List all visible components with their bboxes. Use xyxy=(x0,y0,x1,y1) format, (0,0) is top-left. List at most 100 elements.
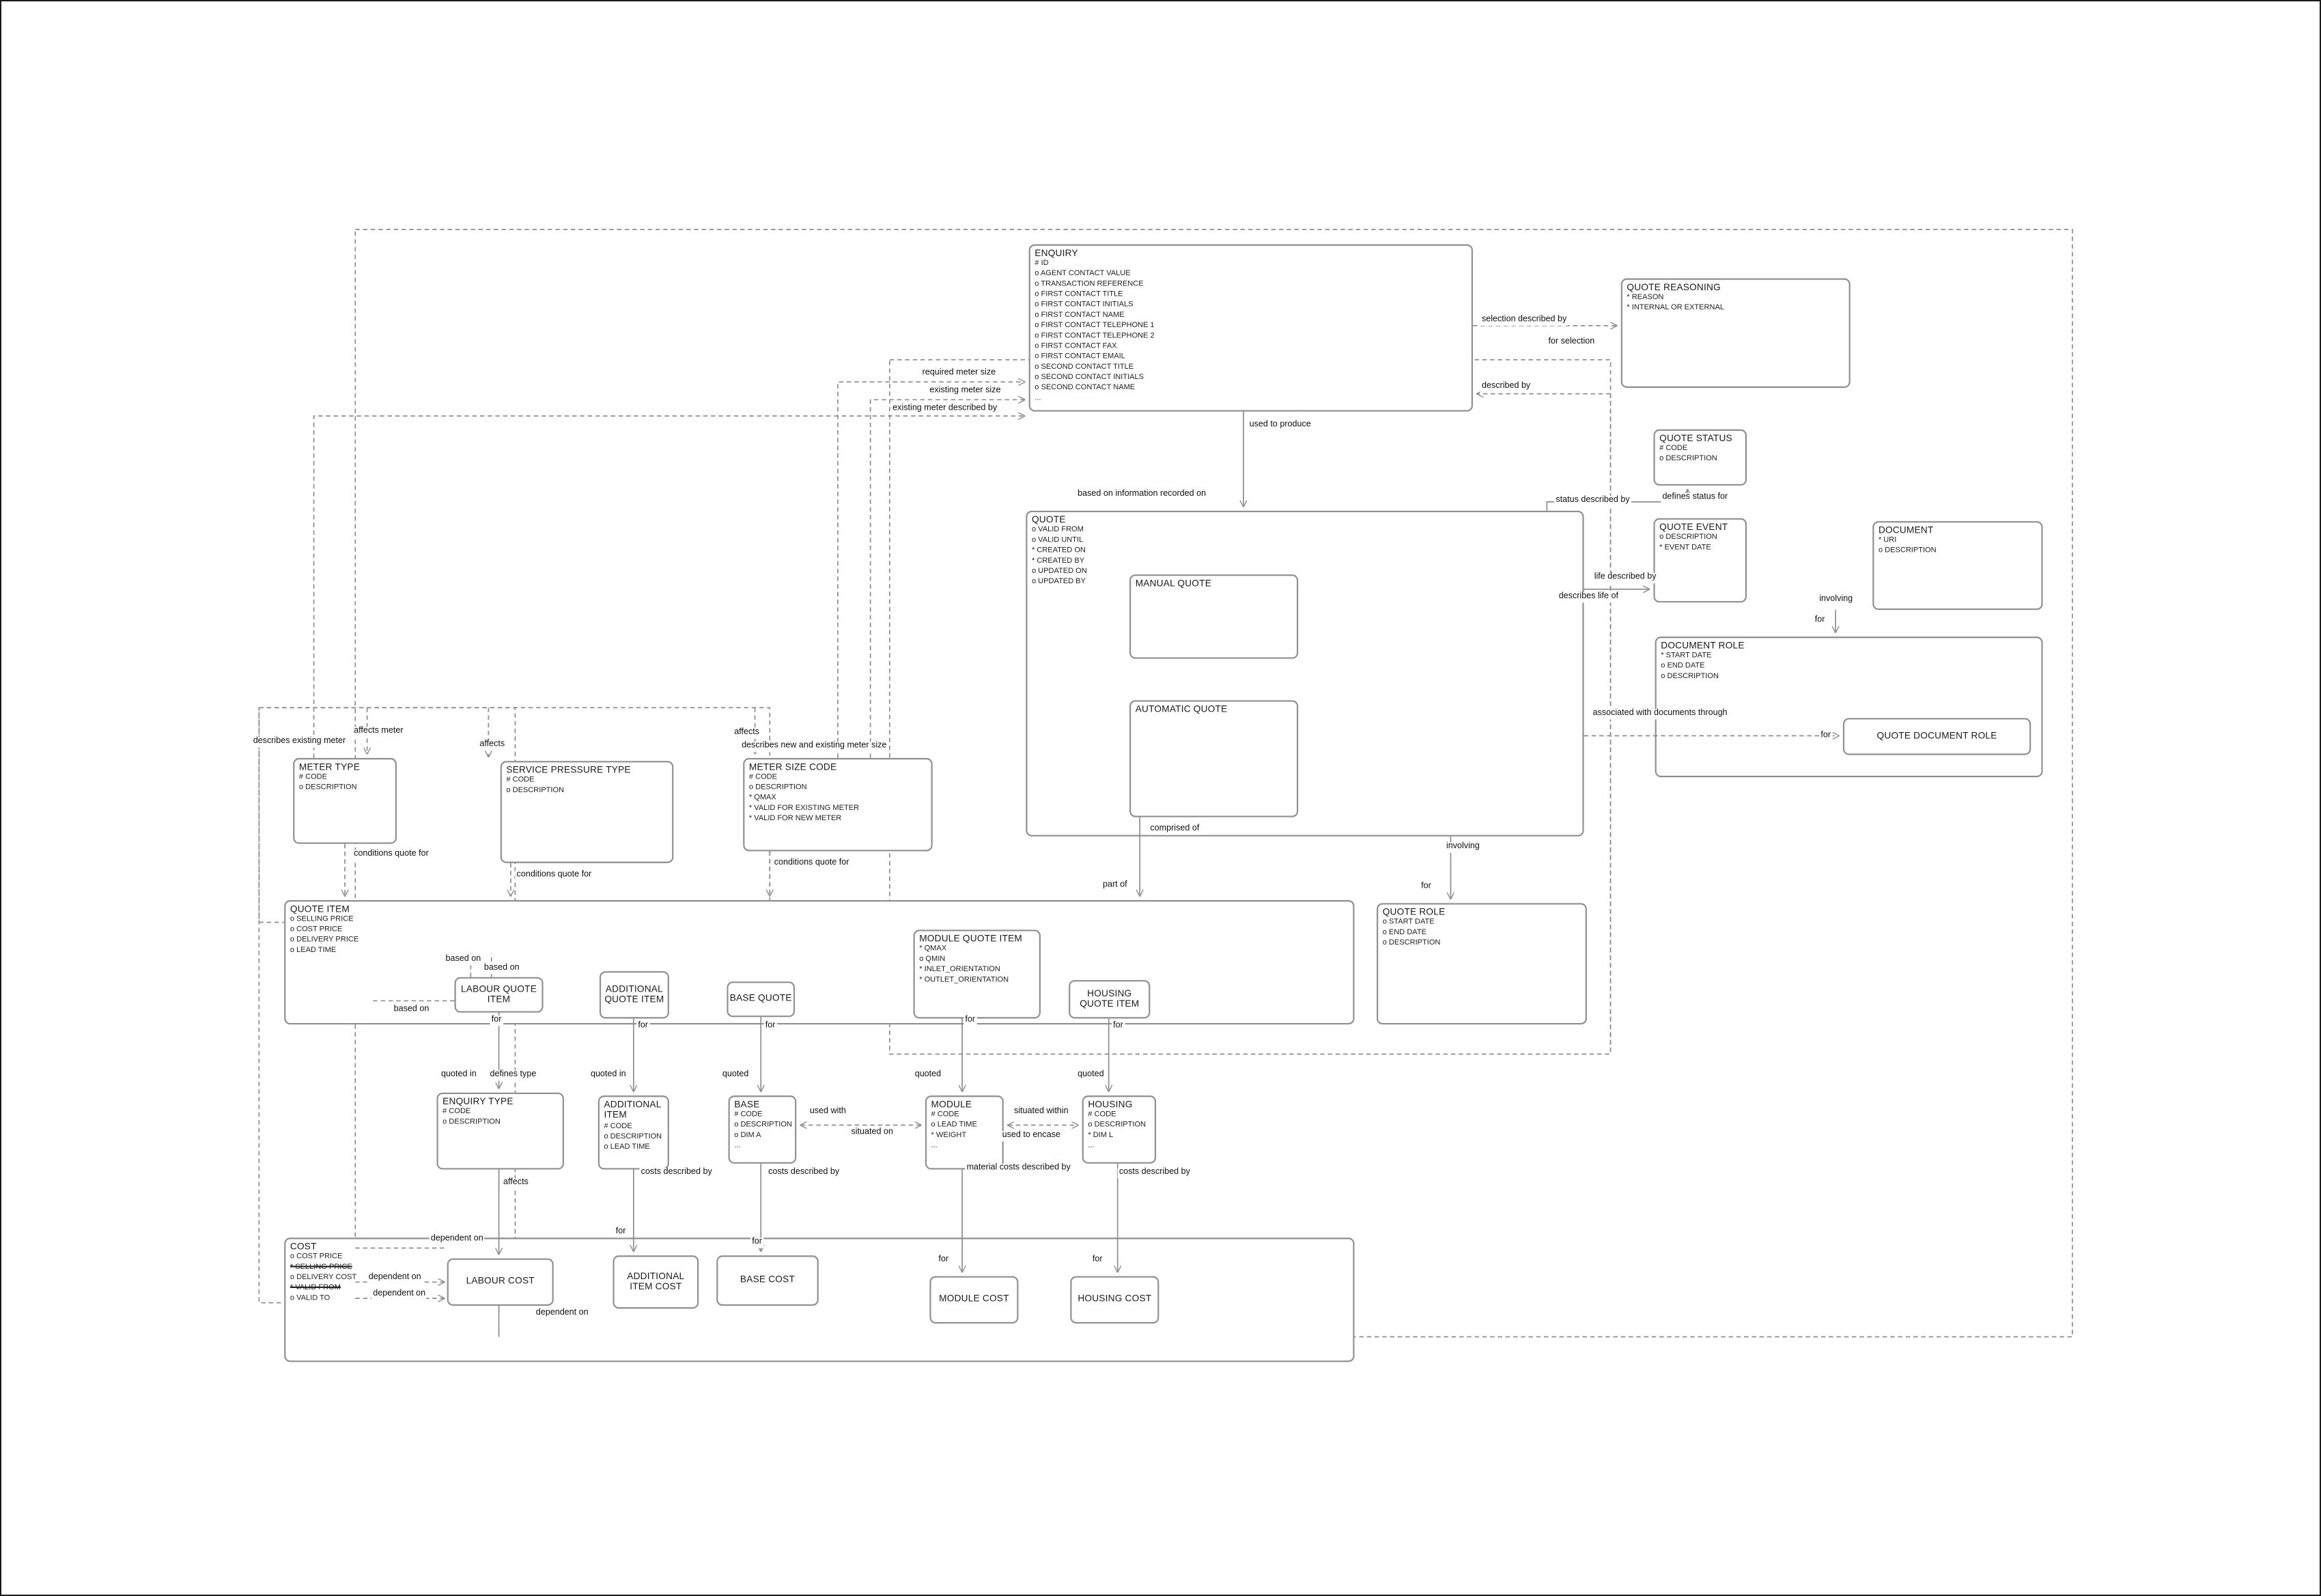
entity-title: SERVICE PRESSURE TYPE xyxy=(506,765,631,776)
relationship-label: describes life of xyxy=(1557,592,1620,602)
entity-title: LABOUR QUOTE ITEM xyxy=(460,983,537,1005)
entity-attribute: * VALID FOR EXISTING METER xyxy=(748,804,860,814)
relationship-label: for selection xyxy=(1547,337,1596,348)
entity-attribute: o FIRST CONTACT NAME xyxy=(1035,311,1125,321)
entity-title: BASE COST xyxy=(740,1275,796,1286)
relationship-label: situated within xyxy=(1012,1107,1070,1117)
entity-attribute: * EVENT DATE xyxy=(1659,544,1711,553)
relationship-label: for xyxy=(763,1021,777,1032)
relationship-label: described by xyxy=(1480,382,1532,392)
entity-module-cost[interactable]: MODULE COST xyxy=(929,1276,1019,1324)
entity-attribute: o DESCRIPTION xyxy=(1659,533,1717,543)
entity-attribute: o DESCRIPTION xyxy=(1659,455,1717,464)
entity-title: DOCUMENT xyxy=(1878,525,1934,536)
entity-attribute: * CREATED BY xyxy=(1031,557,1085,566)
entity-attribute: o FIRST CONTACT INITIALS xyxy=(1035,300,1134,310)
relationship-label: based on xyxy=(392,1005,431,1016)
entity-automatic-quote[interactable]: AUTOMATIC QUOTE xyxy=(1129,700,1299,817)
entity-attribute: o AGENT CONTACT VALUE xyxy=(1035,270,1131,279)
entity-attribute: o FIRST CONTACT TELEPHONE 2 xyxy=(1035,332,1155,341)
entity-manual-quote[interactable]: MANUAL QUOTE xyxy=(1129,574,1299,659)
relationship-label: used to produce xyxy=(1248,420,1312,430)
entity-title: METER TYPE xyxy=(298,762,361,773)
entity-attribute: * QMAX xyxy=(748,794,776,803)
relationship-label: required meter size xyxy=(920,368,998,379)
relationship-label: used with xyxy=(808,1107,848,1117)
entity-base-cost[interactable]: BASE COST xyxy=(716,1255,819,1306)
entity-title: QUOTE ITEM xyxy=(290,904,350,915)
relationship-label: for xyxy=(750,1237,764,1248)
entity-attribute: o SECOND CONTACT TITLE xyxy=(1035,363,1134,372)
entity-title: QUOTE REASONING xyxy=(1627,283,1721,294)
entity-attribute: * START DATE xyxy=(1661,652,1712,661)
entity-base-quote[interactable]: BASE QUOTE xyxy=(727,981,796,1018)
relationship-label: life described by xyxy=(1592,572,1658,583)
relationship-label: for xyxy=(490,1016,503,1026)
entity-attribute: o UPDATED ON xyxy=(1031,568,1087,577)
entity-attribute: * DIM L xyxy=(1088,1132,1114,1141)
entity-attribute: o DIM A xyxy=(734,1132,761,1141)
relationship-label: comprised of xyxy=(1149,824,1201,835)
entity-attribute: o DESCRIPTION xyxy=(1661,673,1719,682)
relationship-label: involving xyxy=(1818,595,1855,605)
entity-quote-reasoning[interactable]: QUOTE REASONING* REASON* INTERNAL OR EXT… xyxy=(1620,278,1851,388)
entity-attribute: o DESCRIPTION xyxy=(748,783,807,793)
entity-housing-quote-item[interactable]: HOUSING QUOTE ITEM xyxy=(1069,980,1151,1019)
relationship-label: for xyxy=(1419,882,1433,893)
entity-attribute: * OUTLET_ORIENTATION xyxy=(919,976,1009,985)
entity-title: QUOTE STATUS xyxy=(1659,434,1732,445)
entity-additional-item-cost[interactable]: ADDITIONAL ITEM COST xyxy=(613,1255,699,1309)
entity-attribute: o SELLING PRICE xyxy=(290,915,354,925)
relationship-label: dependent on xyxy=(367,1273,423,1283)
entity-attribute: o FIRST CONTACT TELEPHONE 1 xyxy=(1035,322,1155,331)
entity-title: ADDITIONAL ITEM COST xyxy=(627,1271,685,1293)
entity-attribute: o VALID FROM xyxy=(1031,526,1084,535)
entity-attribute: ... xyxy=(1035,394,1041,404)
entity-attribute: # CODE xyxy=(748,773,778,783)
entity-labour-quote-item[interactable]: LABOUR QUOTE ITEM xyxy=(454,977,544,1013)
entity-attribute: o LEAD TIME xyxy=(604,1143,650,1152)
relationship-label: costs described by xyxy=(639,1168,714,1178)
entity-title: QUOTE ROLE xyxy=(1382,907,1446,919)
relationship-label: costs described by xyxy=(766,1168,841,1178)
entity-attribute: o END DATE xyxy=(1661,662,1705,671)
entity-title: MANUAL QUOTE xyxy=(1135,578,1212,589)
entity-title: MODULE QUOTE ITEM xyxy=(919,934,1023,945)
entity-attribute: * VALID FOR NEW METER xyxy=(748,815,842,824)
entity-title: HOUSING QUOTE ITEM xyxy=(1080,988,1140,1010)
entity-attribute: # CODE xyxy=(604,1121,632,1131)
relationship-label: based on information recorded on xyxy=(1075,490,1208,500)
entity-attribute: o DESCRIPTION xyxy=(734,1121,792,1130)
entity-quote-document-role[interactable]: QUOTE DOCUMENT ROLE xyxy=(1842,718,2031,755)
relationship-label: for xyxy=(1091,1255,1104,1265)
entity-title: LABOUR COST xyxy=(466,1276,535,1287)
relationship-label: defines type xyxy=(488,1070,538,1080)
relationship-label: existing meter size xyxy=(928,386,1002,397)
relationship-label: affects meter xyxy=(352,727,405,737)
entity-attribute: o QMIN xyxy=(919,955,946,965)
relationship-label: costs described by xyxy=(1117,1168,1192,1178)
entity-housing-cost[interactable]: HOUSING COST xyxy=(1070,1276,1159,1324)
entity-additional-quote-item[interactable]: ADDITIONAL QUOTE ITEM xyxy=(599,971,669,1019)
relationship-label: conditions quote for xyxy=(772,858,851,869)
entity-labour-cost[interactable]: LABOUR COST xyxy=(447,1258,554,1306)
entity-attribute: o END DATE xyxy=(1382,929,1426,938)
